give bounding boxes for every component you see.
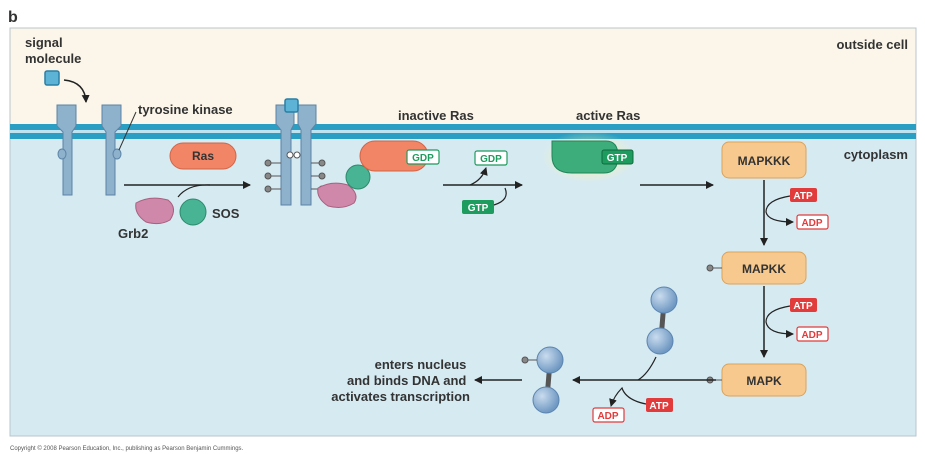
adp-label-2: ADP: [801, 330, 822, 341]
mapkkk-box: [721, 141, 807, 179]
adp-badge-3: [592, 407, 625, 423]
sos-label: SOS: [212, 206, 240, 221]
mapkk-label: MAPKK: [742, 262, 786, 276]
outcome-line1: enters nucleus: [375, 357, 467, 372]
sos-protein: [179, 198, 207, 226]
inactive-ras-label: inactive Ras: [398, 108, 474, 123]
grb2-bound: [317, 182, 357, 208]
tyrosine-kinase-receptor-active: [275, 98, 317, 206]
atp-badge-2: [790, 298, 817, 312]
atp-label-2: ATP: [793, 301, 813, 312]
outside-cell-region: [9, 27, 917, 129]
outcome-line2: and binds DNA and: [347, 373, 466, 388]
mapkk-phosphate: [706, 264, 722, 272]
mapkkk-label: MAPKKK: [738, 154, 791, 168]
atp-adp-curve-3: [609, 386, 647, 407]
panel-label: b: [8, 9, 18, 26]
gtp-incoming-badge: [462, 200, 494, 214]
atp-adp-curve-2: [765, 305, 794, 338]
tf-uptake-curve: [637, 356, 657, 381]
atp-label-1: ATP: [793, 191, 813, 202]
signal-label-line1: signal: [25, 35, 63, 50]
atp-adp-curve-1: [765, 195, 794, 226]
outside-cell-label: outside cell: [836, 37, 908, 52]
outcome-label: enters nucleus and binds DNA and activat…: [331, 357, 470, 404]
tyrosine-kinase-label: tyrosine kinase: [138, 102, 233, 117]
plasma-membrane: [10, 124, 916, 139]
grb2-sos-recruit-arrow: [177, 184, 211, 198]
adp-label-1: ADP: [801, 218, 822, 229]
gdp-bound-label: GDP: [412, 153, 434, 164]
gdp-release-arrow: [469, 167, 488, 186]
signal-molecule: [44, 70, 60, 86]
gdp-bound-badge: [406, 149, 440, 165]
gtp-bound-badge: [601, 149, 634, 165]
gdp-released-badge: [474, 150, 508, 166]
grb2-protein: [135, 197, 174, 225]
ras-label: Ras: [192, 149, 214, 163]
active-ras: [551, 140, 619, 174]
sos-bound: [345, 164, 371, 190]
adp-badge-2: [796, 326, 829, 342]
gtp-bound-label: GTP: [607, 153, 628, 164]
grb2-label: Grb2: [118, 226, 148, 241]
gtp-incoming-label: GTP: [468, 203, 489, 214]
adp-label-3: ADP: [597, 411, 618, 422]
atp-badge-3: [646, 398, 673, 412]
tyrosine-kinase-leader: [118, 111, 137, 151]
ras-protein: [169, 142, 237, 170]
mapk-label: MAPK: [746, 374, 782, 388]
signal-binding-arrow: [63, 79, 90, 103]
gdp-released-label: GDP: [480, 154, 502, 165]
adp-badge-1: [796, 214, 829, 230]
copyright-notice: Copyright © 2008 Pearson Education, Inc.…: [10, 445, 244, 452]
atp-badge-1: [790, 188, 817, 202]
atp-label-3: ATP: [649, 401, 669, 412]
signal-molecule-label: signal molecule: [25, 35, 81, 66]
signal-label-line2: molecule: [25, 51, 81, 66]
cytoplasm-label: cytoplasm: [844, 147, 908, 162]
transcription-factor-unphosphorylated: [646, 286, 678, 355]
outcome-line3: activates transcription: [331, 389, 470, 404]
transcription-factor-phosphorylated: [521, 346, 564, 414]
active-ras-label: active Ras: [576, 108, 640, 123]
tyrosine-kinase-receptor-inactive: [56, 104, 122, 196]
gtp-uptake-curve: [493, 187, 507, 206]
